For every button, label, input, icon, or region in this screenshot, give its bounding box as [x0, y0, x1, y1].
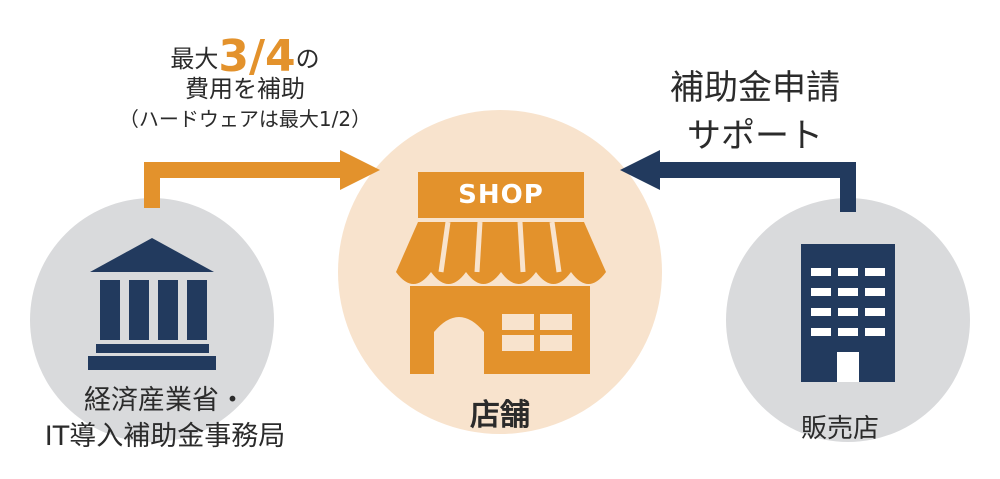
ministry-label: 経済産業省・ IT導入補助金事務局: [0, 383, 330, 455]
subsidy-cost-line: 費用を補助: [185, 75, 305, 103]
shop-awning: [396, 222, 606, 272]
shop-sign: [418, 172, 584, 218]
support-line1: 補助金申請: [670, 68, 840, 108]
subsidy-description: 最大3/4の 費用を補助 （ハードウェアは最大1/2）: [95, 35, 395, 134]
support-description: 補助金申請 サポート: [640, 64, 870, 160]
ministry-line1: 経済産業省・: [84, 385, 246, 416]
shop-sign-text: SHOP: [458, 180, 544, 210]
shop-label: 店舗: [470, 398, 530, 433]
subsidy-arrow: [144, 150, 380, 208]
shop-window: [502, 314, 572, 351]
vendor-label: 販売店: [800, 414, 879, 444]
shop-door: [434, 317, 484, 374]
ministry-circle: [30, 198, 274, 442]
subsidy-prefix: 最大: [170, 45, 219, 73]
government-building-icon: [88, 238, 216, 370]
office-building-icon: [801, 244, 895, 382]
subsidy-ratio: 3/4: [218, 31, 296, 82]
subsidy-hardware-note: （ハードウェアは最大1/2）: [118, 107, 372, 131]
subsidy-rate: 最大3/4の: [95, 35, 395, 79]
support-line2: サポート: [687, 116, 823, 156]
storefront-icon: [396, 172, 606, 374]
ministry-line2: IT導入補助金事務局: [44, 421, 286, 452]
subsidy-suffix: の: [295, 45, 320, 73]
support-arrow: [620, 150, 856, 212]
